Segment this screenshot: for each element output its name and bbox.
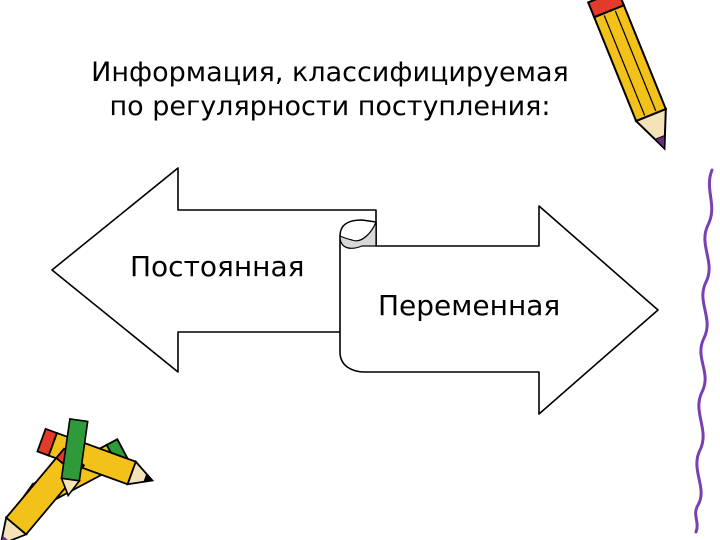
squiggle-line bbox=[696, 170, 712, 532]
left-arrow-label: Постоянная bbox=[130, 250, 304, 283]
pencils-icon bbox=[0, 419, 156, 540]
pencil-icon bbox=[588, 0, 679, 154]
right-arrow-label: Переменная bbox=[378, 289, 560, 322]
